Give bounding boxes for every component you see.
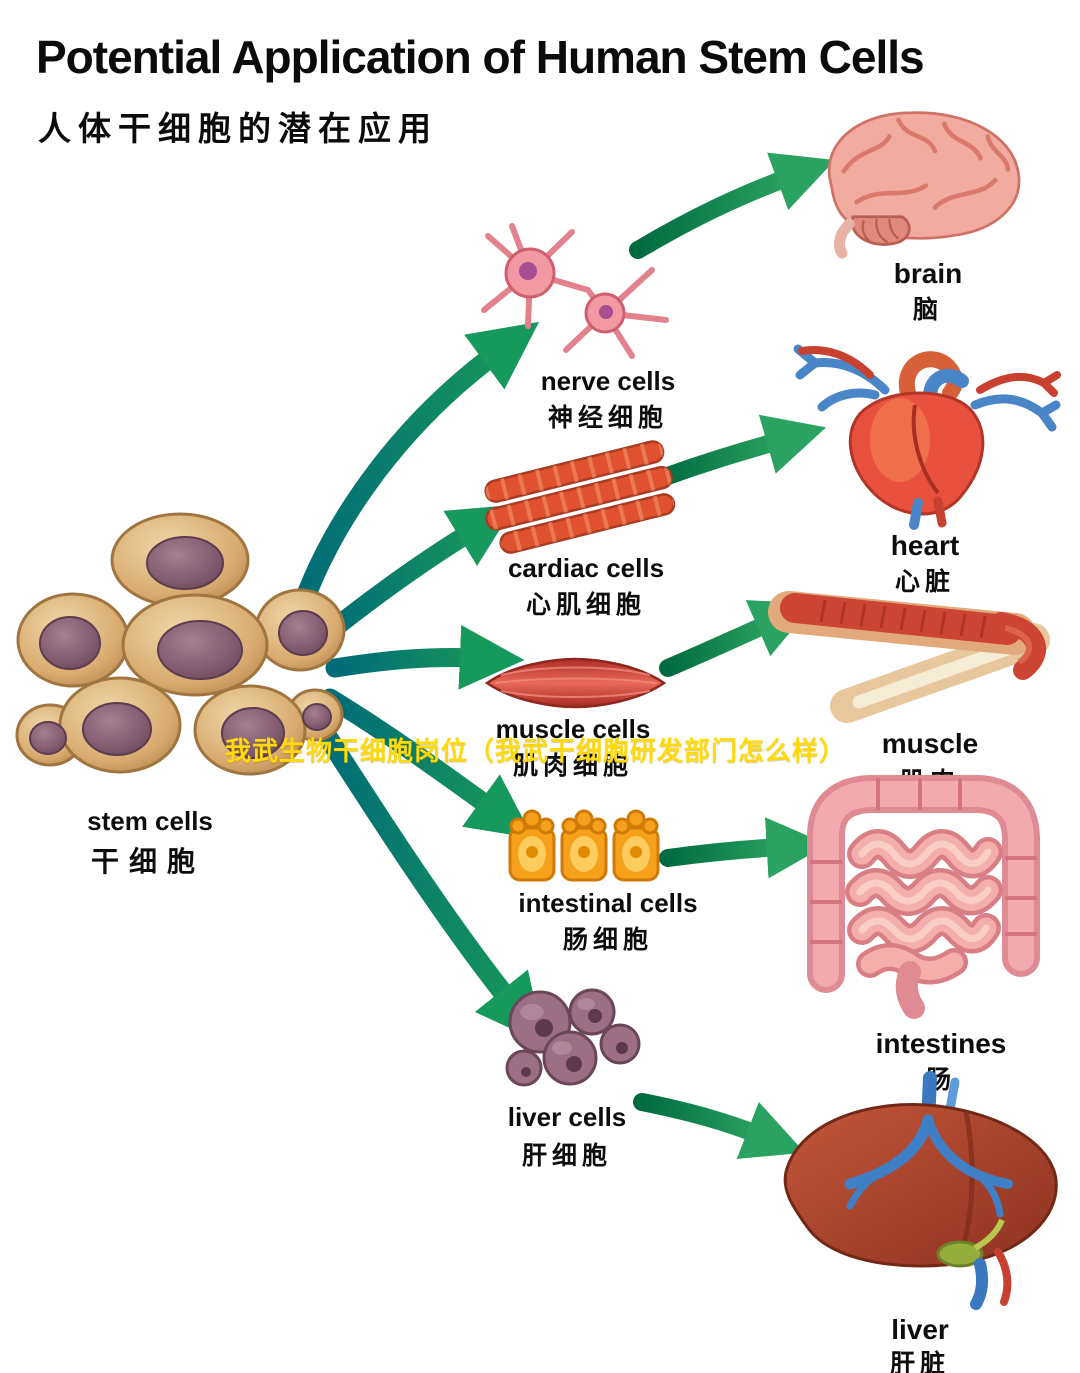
heart-label-zh: 心脏 — [894, 568, 956, 596]
small-intestine — [845, 829, 1003, 985]
brain-label-en: brain — [893, 258, 963, 289]
hepatic-vessels — [844, 1114, 1013, 1218]
cerebellum — [850, 215, 911, 246]
muscle-label-en: muscle — [881, 728, 979, 759]
brain-label-zh: 脑 — [912, 296, 944, 324]
stem-cells-label-en: stem cells — [87, 806, 213, 836]
cardiac-cells-illustration — [484, 440, 676, 554]
page-title: Potential Application of Human Stem Cell… — [36, 31, 925, 83]
liver-cells-illustration — [505, 988, 641, 1087]
stem-cells-illustration — [15, 512, 346, 776]
cardiac-cells-label-zh: 心肌细胞 — [525, 591, 647, 619]
liver-cells-label-zh: 肝细胞 — [521, 1142, 613, 1170]
liver-label-zh: 肝脏 — [889, 1350, 951, 1373]
muscle-cells-illustration — [484, 657, 667, 709]
intestinal-cells-label-zh: 肠细胞 — [562, 926, 654, 954]
liver-label-en: liver — [891, 1314, 949, 1345]
nerve-cells-illustration — [481, 223, 669, 359]
intestinal-cells-label-en: intestinal cells — [518, 888, 698, 918]
stem-cells-label-zh: 干细胞 — [90, 846, 206, 877]
page-subtitle-cn: 人体干细胞的潜在应用 — [38, 110, 438, 147]
biceps-muscle — [780, 593, 1022, 645]
rectum — [895, 961, 925, 1019]
liver-illustration — [783, 1071, 1058, 1310]
heart-illustration — [793, 344, 1061, 530]
watermark-text: 我武生物干细胞岗位（我武干细胞研发部门怎么样） — [225, 736, 847, 766]
muscle-arm-illustration — [768, 591, 1050, 723]
arrow-musclecells-to-muscle — [659, 600, 815, 677]
cardiac-cells-label-en: cardiac cells — [507, 553, 665, 583]
brain-illustration — [827, 111, 1021, 259]
liver-cells-label-en: liver cells — [507, 1102, 627, 1132]
nerve-cells-label-zh: 神经细胞 — [547, 404, 669, 432]
arrow-livercells-to-liver — [633, 1093, 805, 1159]
gallbladder — [936, 1240, 984, 1268]
intestinal-cells-illustration — [508, 809, 660, 882]
intestines-label-en: intestines — [875, 1028, 1007, 1059]
heart-label-en: heart — [890, 530, 960, 561]
arrow-stem-to-muscle-cells — [325, 625, 525, 690]
brain-stem — [834, 218, 855, 259]
arrow-intestinalcells-to-intestines — [659, 817, 828, 879]
nerve-cells-label-en: nerve cells — [540, 366, 676, 396]
intestines-illustration — [807, 775, 1040, 1019]
